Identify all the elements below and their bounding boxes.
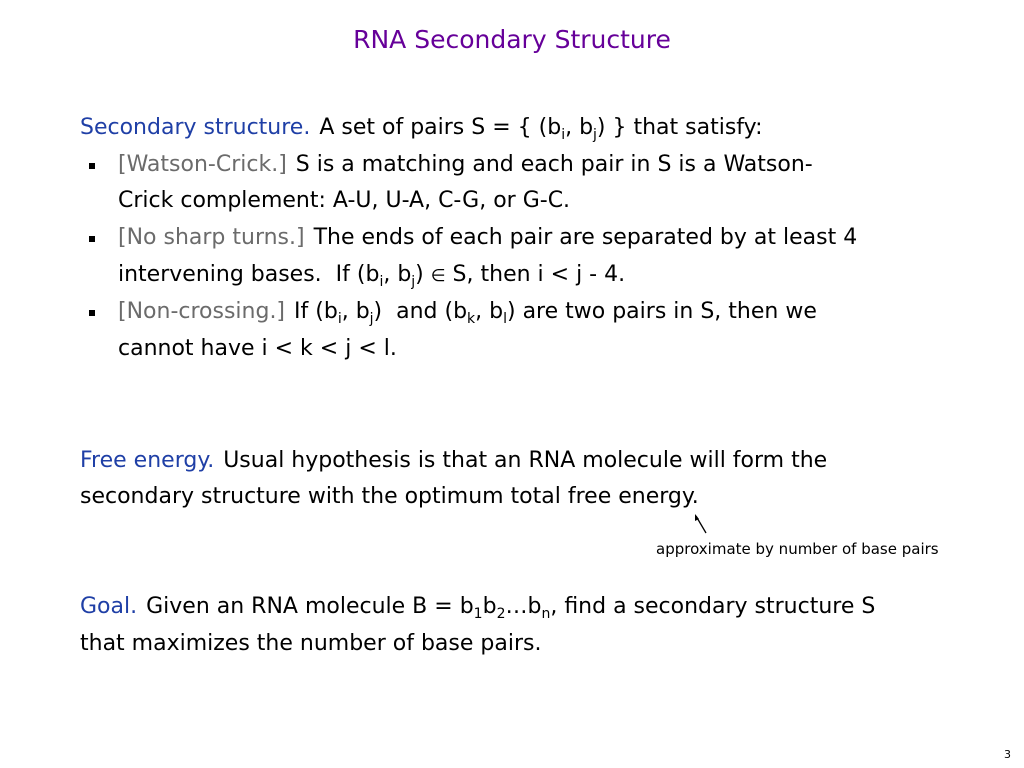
watson-crick-text: S is a matching and each pair in S is a … — [295, 152, 813, 177]
goal-text: , find a secondary structure S — [550, 594, 876, 619]
no-sharp-turns-label: [No sharp turns.] — [118, 225, 305, 250]
non-crossing-text: cannot have i < k < j < l. — [118, 336, 397, 361]
subscript: 1 — [473, 606, 483, 622]
goal-text: b — [482, 594, 497, 619]
subscript: j — [411, 274, 416, 290]
free-energy-text: secondary structure with the optimum tot… — [80, 484, 699, 509]
non-crossing-text: , b — [475, 299, 504, 324]
subscript: n — [541, 606, 551, 622]
annotation-arrow — [695, 514, 707, 534]
no-sharp-turns-text: S, then i < j - 4. — [445, 262, 626, 287]
non-crossing-text: , b — [341, 299, 370, 324]
free-energy-line-1: Free energy. Usual hypothesis is that an… — [80, 448, 827, 474]
watson-crick-label: [Watson-Crick.] — [118, 152, 287, 177]
secondary-structure-label: Secondary structure. — [80, 115, 311, 140]
secondary-structure-text: , b — [565, 115, 594, 140]
non-crossing-text: ) are two pairs in S, then we — [507, 299, 817, 324]
subscript: j — [369, 311, 374, 327]
no-sharp-turns-line-1: [No sharp turns.] The ends of each pair … — [118, 225, 857, 251]
subscript: k — [467, 311, 476, 327]
subscript: l — [503, 311, 507, 327]
non-crossing-line-1: [Non-crossing.] If (b i , b j ) and (b k… — [118, 299, 817, 327]
subscript: i — [337, 311, 342, 327]
subscript: j — [593, 127, 597, 143]
free-energy-line-2: secondary structure with the optimum tot… — [80, 484, 699, 510]
goal-text: that maximizes the number of base pairs. — [80, 631, 542, 656]
subscript: 2 — [496, 606, 506, 622]
bullet-marker — [89, 236, 95, 242]
no-sharp-turns-line-2: intervening bases. If (b i , b j ) ∈ S, … — [118, 262, 625, 290]
non-crossing-text: If (b — [294, 299, 338, 324]
watson-crick-line-2: Crick complement: A-U, U-A, C-G, or G-C. — [118, 188, 570, 214]
subscript: i — [379, 274, 384, 290]
no-sharp-turns-text: intervening bases. If (b — [118, 262, 380, 287]
goal-line-2: that maximizes the number of base pairs. — [80, 631, 541, 657]
watson-crick-text: Crick complement: A-U, U-A, C-G, or G-C. — [118, 188, 571, 213]
no-sharp-turns-text: ) — [415, 262, 431, 287]
no-sharp-turns-text: , b — [383, 262, 412, 287]
secondary-structure-text: A set of pairs S = { (b — [319, 115, 562, 140]
secondary-structure-text: ) } that satisfy: — [596, 115, 763, 140]
free-energy-label: Free energy. — [80, 448, 215, 473]
bullet-marker — [89, 163, 95, 169]
free-energy-annotation: approximate by number of base pairs — [656, 540, 939, 558]
non-crossing-label: [Non-crossing.] — [118, 299, 286, 324]
goal-label: Goal. — [80, 594, 138, 619]
bullet-marker — [89, 310, 95, 316]
slide-title: RNA Secondary Structure — [353, 25, 671, 54]
element-of-symbol: ∈ — [430, 266, 446, 286]
subscript: i — [561, 127, 566, 143]
page-number: 3 — [1004, 748, 1011, 761]
free-energy-text: Usual hypothesis is that an RNA molecule… — [223, 448, 828, 473]
goal-text: Given an RNA molecule B = b — [146, 594, 474, 619]
secondary-structure-line: Secondary structure. A set of pairs S = … — [80, 115, 763, 143]
non-crossing-line-2: cannot have i < k < j < l. — [118, 336, 397, 362]
goal-text: …b — [505, 594, 542, 619]
non-crossing-text: ) and (b — [373, 299, 468, 324]
goal-line-1: Goal. Given an RNA molecule B = b 1 b 2 … — [80, 594, 875, 622]
no-sharp-turns-text: The ends of each pair are separated by a… — [313, 225, 858, 250]
watson-crick-line-1: [Watson-Crick.] S is a matching and each… — [118, 152, 813, 178]
